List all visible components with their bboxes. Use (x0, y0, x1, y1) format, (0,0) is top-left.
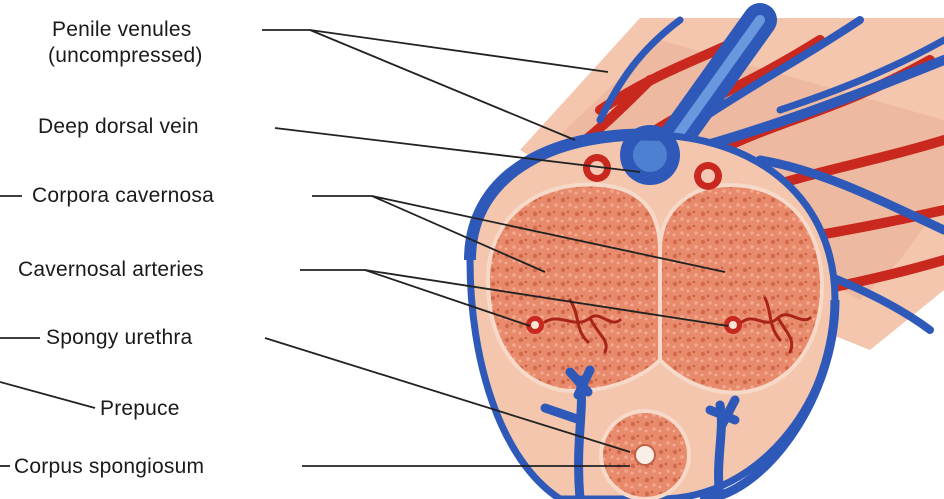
label-cavernosal-arteries: Cavernosal arteries (18, 258, 204, 282)
spongy-urethra (635, 445, 655, 465)
corpus-cavernosum-left (488, 185, 660, 391)
corpus-cavernosum-right (660, 185, 822, 393)
label-deep-dorsal-vein: Deep dorsal vein (38, 115, 199, 139)
label-corpora-cavernosa: Corpora cavernosa (32, 184, 214, 208)
label-prepuce: Prepuce (100, 397, 180, 421)
label-spongy-urethra: Spongy urethra (46, 326, 192, 350)
label-penile-venules: Penile venules (52, 18, 191, 42)
label-penile-venules-note: (uncompressed) (48, 44, 203, 68)
cross-section (470, 125, 835, 499)
label-corpus-spongiosum: Corpus spongiosum (14, 455, 204, 479)
